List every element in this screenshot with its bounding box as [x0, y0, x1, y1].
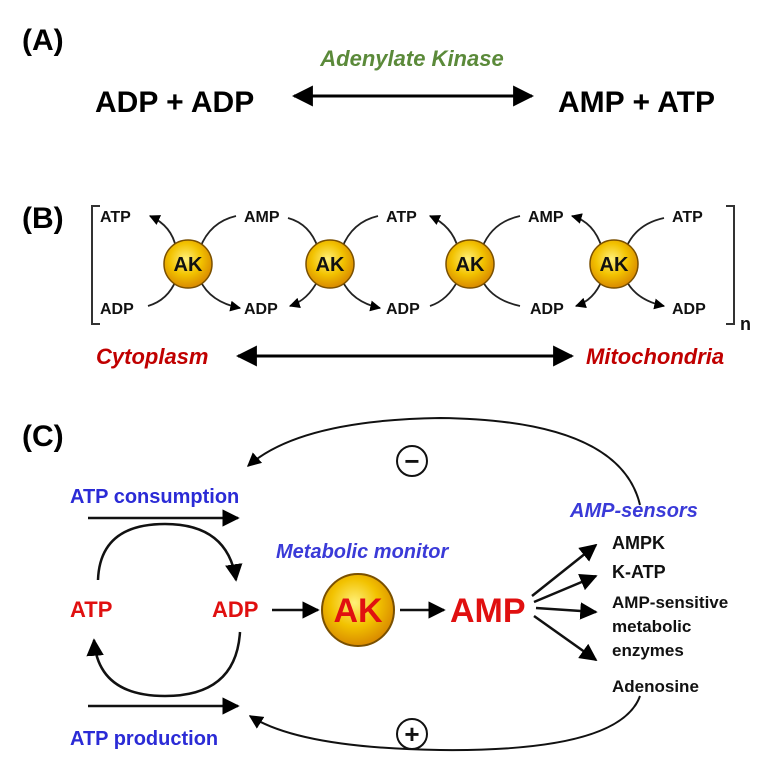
minus-sign: − — [404, 446, 419, 476]
sensor-amp-sensitive: AMP-sensitive — [612, 593, 728, 612]
ak-label-large: AK — [333, 592, 383, 630]
label-adp: ADP — [672, 301, 706, 318]
sensor-arrow — [533, 614, 598, 662]
label-adp: ADP — [386, 301, 420, 318]
atp-production-label: ATP production — [70, 728, 218, 750]
adp-node: ADP — [212, 597, 258, 622]
sensor-enzymes: enzymes — [612, 641, 684, 660]
minus-sign-icon — [396, 445, 428, 477]
reactants: ADP + ADP — [95, 86, 254, 119]
ak-label: AK — [316, 254, 345, 276]
metabolic-monitor-label: Metabolic monitor — [276, 541, 449, 563]
amp-sensors-label: AMP-sensors — [569, 500, 698, 522]
products: AMP + ATP — [558, 86, 715, 119]
panel-b-label: (B) — [22, 202, 64, 235]
positive-feedback-arrow — [248, 695, 641, 752]
arrow — [429, 215, 459, 249]
label-amp: AMP — [244, 209, 280, 226]
atp-consumption-label: ATP consumption — [70, 486, 239, 508]
ak-node-1: AK ATP AMP ADP ADP — [100, 209, 280, 318]
ak-node-4: AK ATP ADP ADP — [530, 209, 706, 318]
arrow — [147, 279, 177, 307]
ak-label: AK — [174, 254, 203, 276]
enzyme-name: Adenylate Kinase — [319, 46, 503, 71]
arrow — [199, 215, 237, 249]
sensor-arrow — [533, 574, 598, 604]
panel-a-label: (A) — [22, 24, 64, 57]
ak-node-3: AK ATP AMP — [386, 209, 564, 307]
arrow — [341, 215, 379, 249]
label-adp: ADP — [530, 301, 564, 318]
sensor-adenosine: Adenosine — [612, 677, 699, 696]
ak-label: AK — [600, 254, 629, 276]
sensor-metabolic: metabolic — [612, 617, 691, 636]
arrow — [149, 215, 177, 249]
arrow — [481, 215, 521, 249]
negative-feedback-arrow — [246, 416, 641, 506]
panel-c-label: (C) — [22, 420, 64, 453]
repeat-subscript: n — [740, 314, 751, 334]
right-bracket — [726, 205, 735, 325]
sensor-k-atp: K-ATP — [612, 562, 666, 582]
ak-circle — [305, 239, 355, 289]
plus-sign: + — [404, 719, 419, 749]
arrow — [481, 279, 521, 307]
arrow — [288, 279, 319, 309]
arrow — [625, 217, 665, 249]
arrow — [574, 279, 603, 309]
sensor-ampk: AMPK — [612, 533, 665, 553]
sensor-arrow — [531, 543, 598, 597]
arrow — [341, 279, 382, 312]
arrow — [199, 279, 242, 312]
label-atp: ATP — [672, 209, 703, 226]
atp-to-adp-arrow — [96, 522, 243, 582]
label-atp: ATP — [100, 209, 131, 226]
label-atp: ATP — [386, 209, 417, 226]
label-amp: AMP — [528, 209, 564, 226]
label-adp: ADP — [100, 301, 134, 318]
ak-circle — [445, 239, 495, 289]
left-bracket — [91, 205, 100, 325]
arrow — [429, 279, 459, 307]
cytoplasm-label: Cytoplasm — [96, 344, 208, 369]
amp-node: AMP — [450, 592, 526, 630]
arrow — [570, 213, 603, 249]
mitochondria-label: Mitochondria — [586, 344, 724, 369]
label-adp: ADP — [244, 301, 278, 318]
plus-sign-icon — [396, 718, 428, 750]
sensor-arrow — [535, 602, 598, 620]
adp-to-atp-arrow — [86, 631, 242, 698]
ak-circle — [163, 239, 213, 289]
ak-node-2: AK ADP — [287, 215, 420, 318]
atp-node: ATP — [70, 597, 112, 622]
ak-circle-large — [321, 573, 395, 647]
ak-circle — [589, 239, 639, 289]
arrow — [625, 279, 666, 310]
arrow — [287, 217, 319, 249]
ak-label: AK — [456, 254, 485, 276]
